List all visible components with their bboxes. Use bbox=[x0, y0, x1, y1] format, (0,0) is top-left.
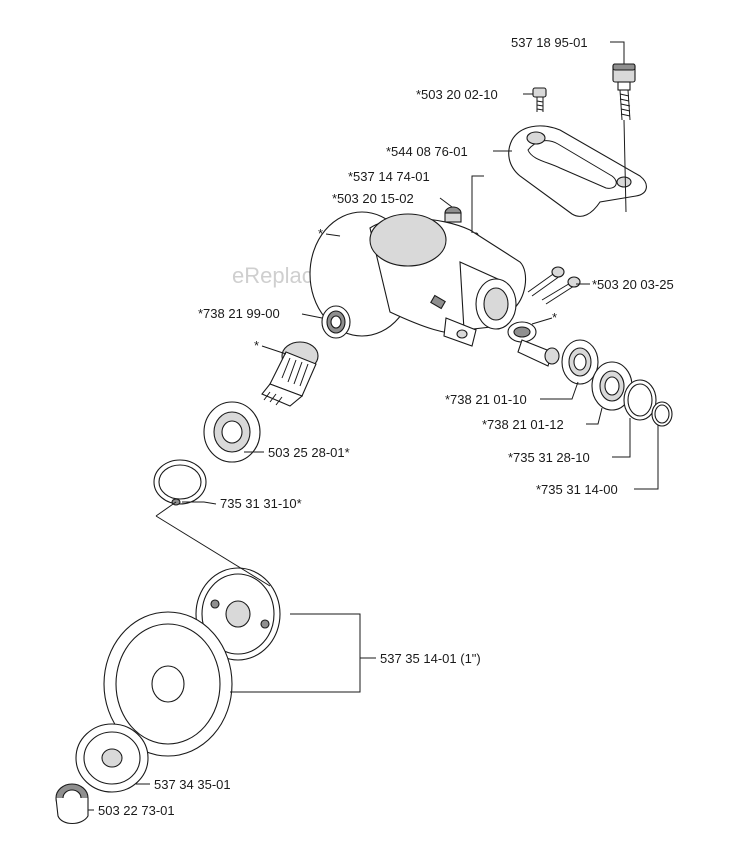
label-537-18-95-01: 537 18 95-01 bbox=[511, 35, 588, 50]
label-503-25-28-01: 503 25 28-01* bbox=[268, 445, 350, 460]
label-star-housing: * bbox=[318, 226, 323, 241]
label-735-31-28-10: *735 31 28-10 bbox=[508, 450, 590, 465]
snap-ring-735-31-14-00 bbox=[651, 401, 673, 427]
grease-screw-part bbox=[444, 206, 462, 223]
label-537-35-14-01: 537 35 14-01 (1") bbox=[380, 651, 481, 666]
bracket-part bbox=[508, 125, 647, 217]
label-738-21-99-00: *738 21 99-00 bbox=[198, 306, 280, 321]
leader-lines bbox=[88, 41, 659, 811]
nut-part bbox=[55, 783, 89, 825]
label-star-pinion: * bbox=[254, 338, 259, 353]
snap-ring-735-31-28-10 bbox=[623, 379, 657, 421]
needle-bearing-part bbox=[321, 305, 351, 339]
label-503-22-73-01: 503 22 73-01 bbox=[98, 803, 175, 818]
pinion-shaft-part bbox=[507, 321, 560, 367]
long-screws-part bbox=[527, 266, 581, 305]
label-503-20-03-25: *503 20 03-25 bbox=[592, 277, 674, 292]
assembly-line bbox=[155, 501, 177, 517]
label-544-08-76-01: *544 08 76-01 bbox=[386, 144, 468, 159]
bevel-gear-part bbox=[261, 341, 319, 407]
label-735-31-14-00: *735 31 14-00 bbox=[536, 482, 618, 497]
upper-flange-part bbox=[195, 567, 281, 661]
bearing-503-25-28-01 bbox=[203, 401, 261, 463]
support-cup-part bbox=[75, 723, 149, 793]
ring-735-31-31-10 bbox=[153, 459, 207, 506]
small-screw-part bbox=[532, 87, 547, 112]
label-537-14-74-01: *537 14 74-01 bbox=[348, 169, 430, 184]
label-503-20-02-10: *503 20 02-10 bbox=[416, 87, 498, 102]
large-dish-part bbox=[103, 611, 233, 757]
label-star-gear: * bbox=[552, 310, 557, 325]
label-503-20-15-02: *503 20 15-02 bbox=[332, 191, 414, 206]
label-735-31-31-10: 735 31 31-10* bbox=[220, 496, 302, 511]
gear-housing-part bbox=[309, 211, 527, 347]
bearing-738-21-01-12 bbox=[591, 361, 633, 411]
clamp-screw-part bbox=[612, 63, 636, 121]
assembly-line bbox=[155, 515, 271, 587]
label-537-34-35-01: 537 34 35-01 bbox=[154, 777, 231, 792]
bearing-738-21-01-10 bbox=[561, 339, 599, 385]
label-738-21-01-10: *738 21 01-10 bbox=[445, 392, 527, 407]
label-738-21-01-12: *738 21 01-12 bbox=[482, 417, 564, 432]
